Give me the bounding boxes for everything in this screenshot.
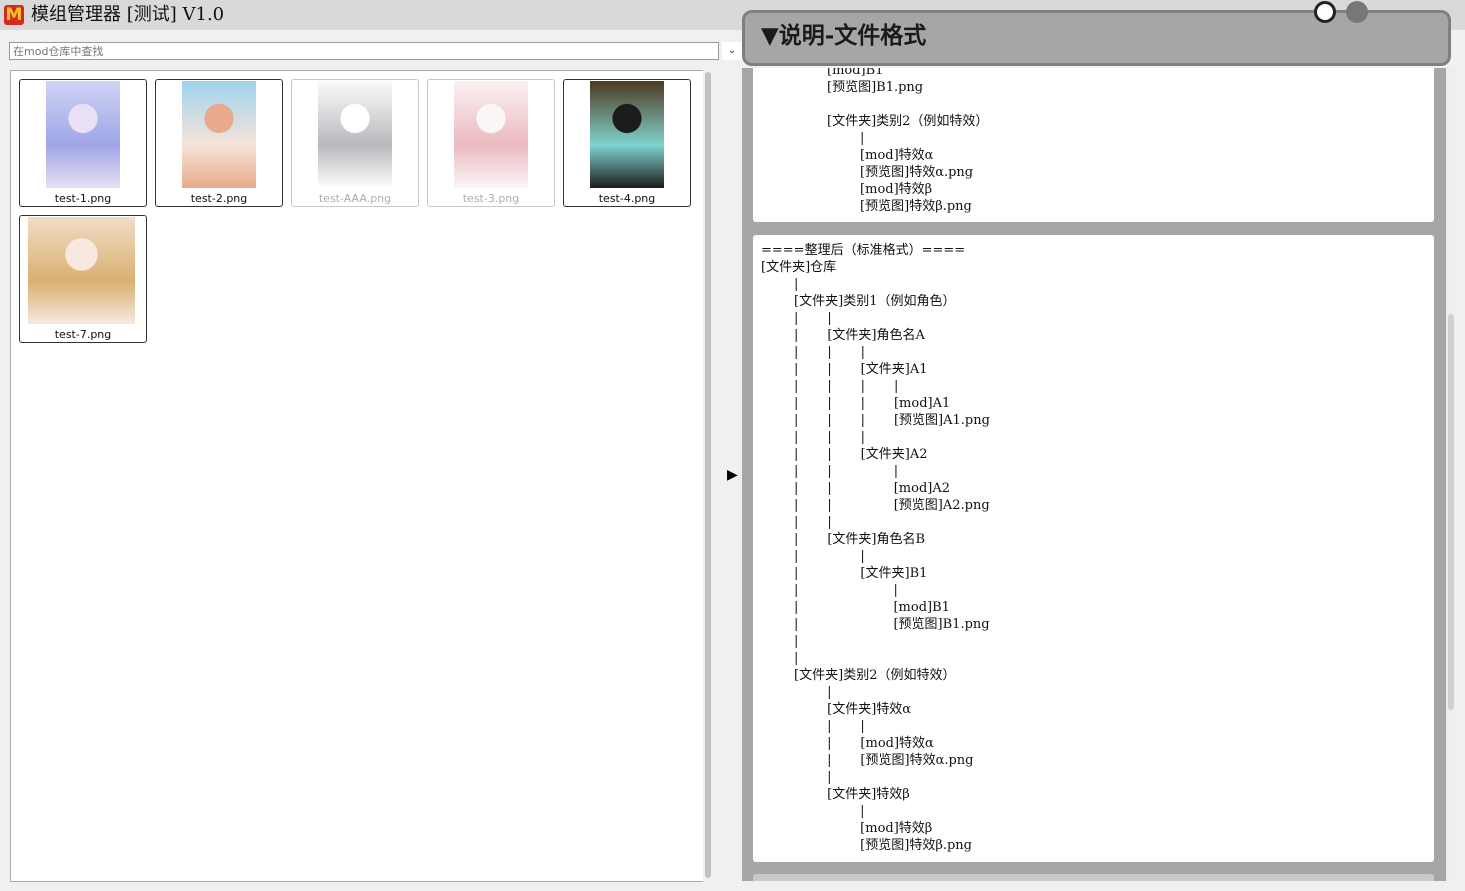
panel-toggle-arrow[interactable]: ▶ xyxy=(727,467,738,483)
mod-gallery: test-1.png test-2.png test-AAA.png test-3.p… xyxy=(10,70,704,882)
mod-card-label: test-3.png xyxy=(462,192,520,205)
mod-card[interactable]: test-4.png xyxy=(563,79,691,207)
section-title: ▼说明-文件格式 xyxy=(761,22,927,49)
mod-card-label: test-AAA.png xyxy=(318,192,392,205)
gallery-scrollbar[interactable] xyxy=(703,70,715,882)
doc-scroll-thumb[interactable] xyxy=(1448,314,1454,710)
doc-scrollbar[interactable] xyxy=(1446,68,1456,881)
gallery-scroll-thumb[interactable] xyxy=(705,72,711,878)
doc-section-header[interactable]: ▼说明-文件格式 xyxy=(742,10,1451,66)
mod-card[interactable]: test-2.png xyxy=(155,79,283,207)
mod-card-label: test-4.png xyxy=(598,192,656,205)
mod-preview-image xyxy=(182,81,256,188)
gear-icon[interactable] xyxy=(1346,1,1368,23)
doc-text-before: [mod]B1 [预览图]B1.png [文件夹]类别2（例如特效） | [mo… xyxy=(827,68,989,214)
mod-preview-image xyxy=(318,81,392,188)
search-input[interactable] xyxy=(9,42,719,60)
doc-block-format-before: [mod]B1 [预览图]B1.png [文件夹]类别2（例如特效） | [mo… xyxy=(753,68,1434,222)
mod-card-label: test-7.png xyxy=(54,328,112,341)
app-logo-icon: M xyxy=(4,5,24,25)
search-options-button[interactable]: ⌄ xyxy=(722,42,742,60)
help-icon[interactable] xyxy=(1314,1,1336,23)
mod-preview-image xyxy=(28,217,135,324)
mod-preview-image xyxy=(454,81,528,188)
doc-block-format-standard: ====整理后（标准格式）==== [文件夹]仓库 | [文件夹]类别1（例如角… xyxy=(753,235,1434,862)
doc-text-standard: ====整理后（标准格式）==== [文件夹]仓库 | [文件夹]类别1（例如角… xyxy=(761,243,990,853)
mod-card[interactable]: test-1.png xyxy=(19,79,147,207)
window-title: 模组管理器 [测试] V1.0 xyxy=(31,4,225,25)
doc-block-next xyxy=(753,874,1434,881)
mod-card-label: test-2.png xyxy=(190,192,248,205)
doc-panel: [mod]B1 [预览图]B1.png [文件夹]类别2（例如特效） | [mo… xyxy=(742,68,1454,881)
mod-preview-image xyxy=(46,81,120,188)
mod-card[interactable]: test-AAA.png xyxy=(291,79,419,207)
mod-card[interactable]: test-7.png xyxy=(19,215,147,343)
mod-preview-image xyxy=(590,81,664,188)
mod-card[interactable]: test-3.png xyxy=(427,79,555,207)
mod-card-label: test-1.png xyxy=(54,192,112,205)
